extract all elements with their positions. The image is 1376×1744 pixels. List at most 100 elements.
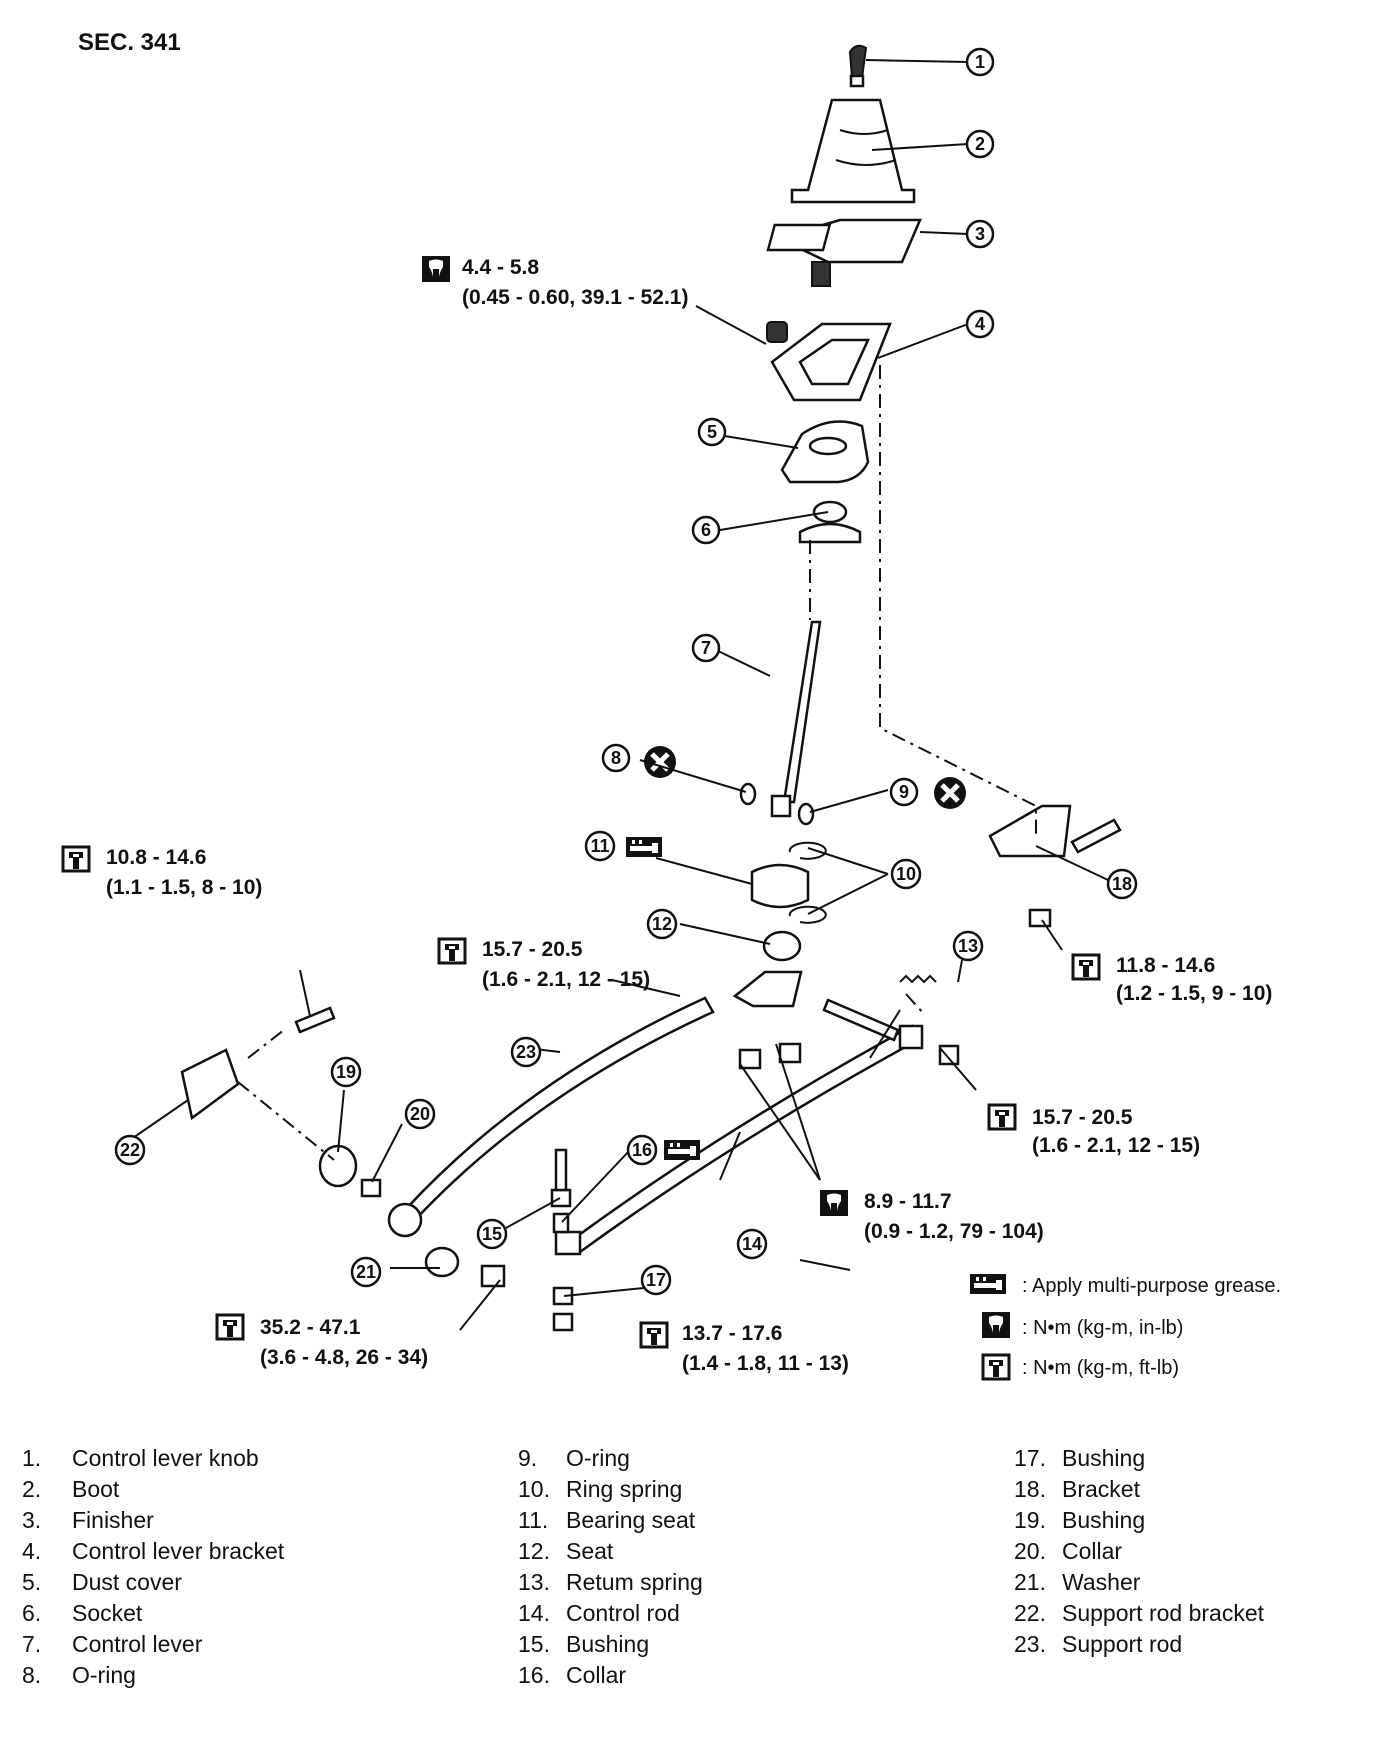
collar-20	[360, 1178, 382, 1198]
svg-text:22: 22	[120, 1140, 140, 1160]
part-name: O-ring	[566, 1445, 630, 1471]
part-num: 7.	[22, 1631, 41, 1657]
bracket	[988, 804, 1072, 858]
part-num: 8.	[22, 1662, 41, 1688]
part-name: Bushing	[1062, 1445, 1145, 1471]
ring-spring-lower	[788, 905, 827, 924]
part-num: 14.	[518, 1600, 550, 1626]
finisher-clip	[811, 261, 831, 287]
bracket-nut	[766, 321, 788, 343]
svg-text:1: 1	[975, 52, 985, 72]
part-name: Bushing	[566, 1631, 649, 1657]
part-name: Dust cover	[72, 1569, 182, 1595]
return-spring	[899, 974, 937, 984]
finisher-opening	[766, 223, 832, 252]
control-rod-bolt	[822, 998, 900, 1042]
torque-6-value: 8.9 - 11.7	[864, 1190, 952, 1213]
part-num: 12.	[518, 1538, 550, 1564]
legend-ft-lb-icon	[981, 1353, 1011, 1381]
callout-21: 21	[350, 1256, 382, 1288]
torque-ft-lb-icon	[61, 845, 91, 873]
part-num: 11.	[518, 1507, 548, 1533]
svg-text:12: 12	[652, 914, 672, 934]
part-num: 22.	[1014, 1600, 1046, 1626]
part-num: 10.	[518, 1476, 550, 1502]
control-lever	[782, 620, 822, 804]
part-num: 3.	[22, 1507, 41, 1533]
svg-text:9: 9	[899, 782, 909, 802]
part-name: Washer	[1062, 1569, 1141, 1595]
part-num: 1.	[22, 1445, 41, 1471]
part-name: Retum spring	[566, 1569, 703, 1595]
torque-ft-lb-icon	[437, 937, 467, 965]
torque-1-detail: (0.45 - 0.60, 39.1 - 52.1)	[462, 286, 688, 309]
svg-text:11: 11	[590, 836, 609, 856]
svg-text:3: 3	[975, 224, 985, 244]
lever-base-nut	[738, 1048, 762, 1070]
callout-7: 7	[691, 633, 721, 663]
part-num: 9.	[518, 1445, 537, 1471]
svg-text:2: 2	[975, 134, 985, 154]
svg-text:19: 19	[336, 1062, 356, 1082]
grease-icon	[626, 837, 662, 857]
torque-in-lb-icon	[422, 256, 450, 282]
support-rod-bracket	[180, 1048, 240, 1121]
torque-6-detail: (0.9 - 1.2, 79 - 104)	[864, 1220, 1044, 1243]
svg-text:18: 18	[1112, 874, 1132, 894]
part-name: Support rod bracket	[1062, 1600, 1265, 1626]
svg-text:23: 23	[516, 1042, 536, 1062]
part-name: Bearing seat	[566, 1507, 696, 1533]
callout-6: 6	[691, 515, 721, 545]
control-lever-end	[770, 794, 792, 818]
bracket-bolt	[1070, 818, 1122, 854]
callout-14: 14	[736, 1228, 768, 1260]
collar-bolt-16	[554, 1148, 568, 1192]
socket	[798, 522, 862, 544]
callout-1: 1	[965, 47, 995, 77]
part-num: 15.	[518, 1631, 550, 1657]
svg-text:15: 15	[482, 1224, 502, 1244]
part-name: Bushing	[1062, 1507, 1145, 1533]
callout-12: 12	[646, 908, 678, 940]
part-name: Control lever knob	[72, 1445, 259, 1471]
torque-ft-lb-icon	[639, 1321, 669, 1349]
part-num: 19.	[1014, 1507, 1046, 1533]
control-lever-knob-base	[849, 74, 865, 88]
bushing-15	[550, 1188, 572, 1208]
torque-4-value: 11.8 - 14.6	[1116, 954, 1215, 977]
boot	[790, 98, 916, 204]
svg-text:13: 13	[958, 936, 978, 956]
legend-grease-icon	[970, 1274, 1006, 1294]
part-name: Seat	[566, 1538, 614, 1564]
svg-text:5: 5	[707, 422, 717, 442]
part-name: Control lever bracket	[72, 1538, 285, 1564]
torque-5-detail: (1.6 - 2.1, 12 - 15)	[1032, 1134, 1200, 1157]
svg-text:14: 14	[742, 1234, 762, 1254]
dust-cover-hole	[808, 436, 848, 456]
part-num: 13.	[518, 1569, 550, 1595]
grease-icon	[664, 1140, 700, 1160]
socket-top	[812, 500, 848, 524]
nut-17	[552, 1312, 574, 1332]
ring-spring-upper	[788, 841, 827, 860]
part-num: 6.	[22, 1600, 41, 1626]
torque-4-detail: (1.2 - 1.5, 9 - 10)	[1116, 982, 1272, 1005]
svg-text:17: 17	[646, 1270, 666, 1290]
control-rod-nut	[938, 1044, 960, 1066]
part-name: Collar	[566, 1662, 626, 1688]
part-num: 5.	[22, 1569, 41, 1595]
part-name: Socket	[72, 1600, 143, 1626]
lever-base-nut	[778, 1042, 802, 1064]
part-num: 18.	[1014, 1476, 1046, 1502]
legend-ft-lb-text: : N•m (kg-m, ft-lb)	[1022, 1357, 1179, 1379]
control-lever-knob	[848, 44, 868, 79]
legend-grease-text: : Apply multi-purpose grease.	[1022, 1275, 1281, 1297]
torque-3-detail: (1.6 - 2.1, 12 - 15)	[482, 968, 650, 991]
callout-13: 13	[952, 930, 984, 962]
bracket-nut	[1028, 908, 1052, 928]
bearing-seat	[750, 863, 810, 909]
control-lever-bracket-inner	[798, 338, 870, 386]
callout-23: 23	[510, 1036, 542, 1068]
o-ring-9	[797, 802, 815, 826]
torque-2-value: 10.8 - 14.6	[106, 846, 206, 869]
